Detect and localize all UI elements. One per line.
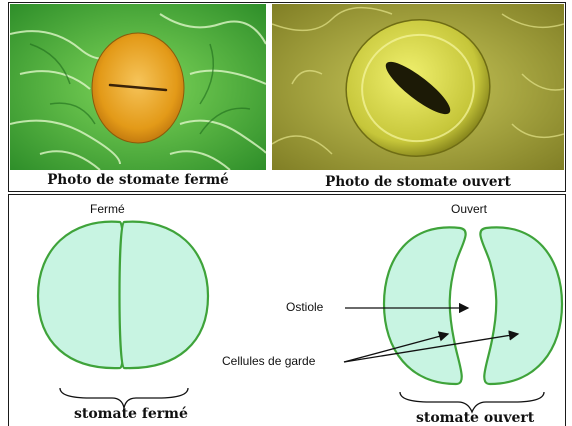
closed-brace (60, 388, 188, 408)
ostiole-label: Ostiole (286, 300, 323, 314)
closed-stomate-caption: stomate fermé (74, 406, 188, 422)
guard-cells-label: Cellules de garde (222, 354, 315, 368)
open-stomate-caption: stomate ouvert (416, 410, 534, 426)
open-guard-cells (384, 227, 562, 384)
open-brace (400, 392, 544, 412)
closed-guard-cells (38, 222, 208, 368)
